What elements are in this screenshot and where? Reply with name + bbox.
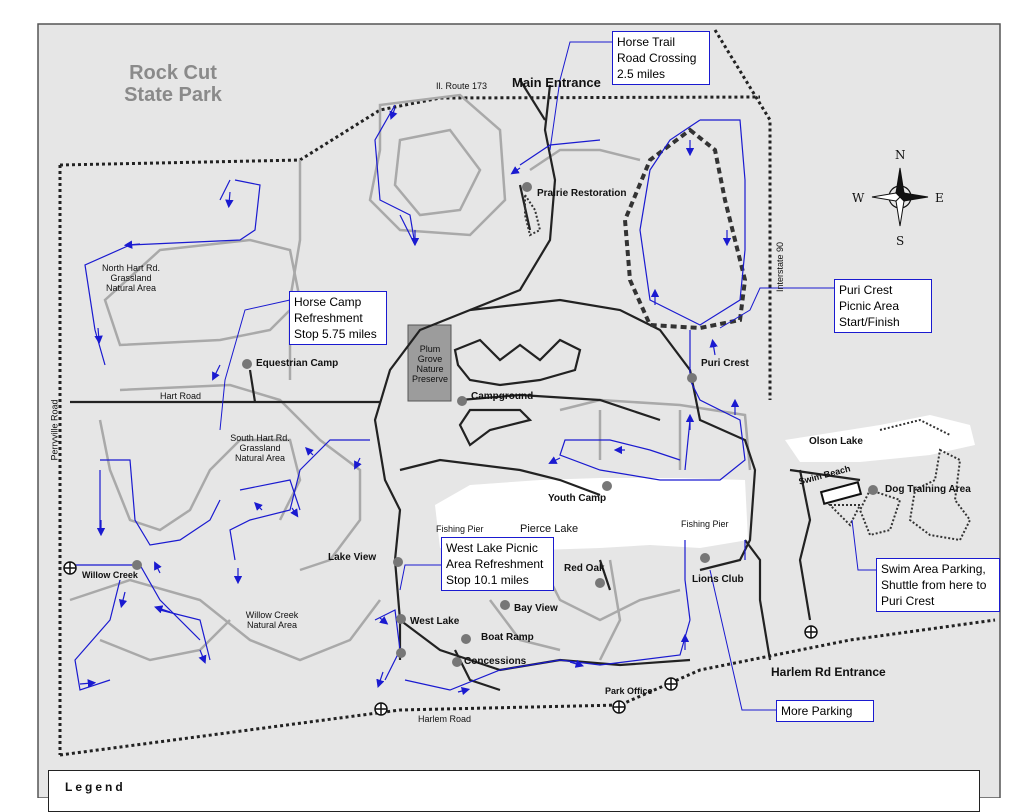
prairie-loop: [524, 191, 542, 237]
label-harlem-entrance: Harlem Rd Entrance: [771, 665, 886, 679]
callout-horse-trail-line1: Horse Trail: [617, 35, 676, 49]
dog-training-trail: [827, 418, 972, 542]
callout-swim-area-line3: Puri Crest: [881, 594, 935, 608]
callout-horse-trail-line3: 2.5 miles: [617, 67, 666, 81]
plum-grove-preserve: [407, 324, 452, 402]
callout-west-lake-line1: West Lake Picnic: [446, 541, 538, 555]
label-campground: Campground: [471, 391, 534, 402]
road-label-harlem: Harlem Road: [418, 714, 472, 724]
callout-puri-crest-line3: Start/Finish: [839, 315, 900, 329]
legend-box: Legend: [48, 770, 980, 812]
callout-more-parking: More Parking: [776, 700, 874, 722]
road-label-interstate90: Interstate 90: [775, 241, 786, 293]
route-arrows: [79, 107, 740, 696]
label-west-lake: West Lake: [410, 616, 460, 627]
label-lions-club: Lions Club: [692, 574, 744, 585]
label-north-hart: North Hart Rd. Grassland Natural Area: [101, 263, 161, 293]
callout-horse-camp-line3: Stop 5.75 miles: [294, 327, 377, 341]
location-dots: [132, 182, 878, 667]
olson-lake: [785, 415, 975, 462]
callout-west-lake-line3: Stop 10.1 miles: [446, 573, 529, 587]
callout-more-parking-line1: More Parking: [781, 704, 853, 718]
label-fishing-pier-2: Fishing Pier: [681, 519, 729, 529]
callout-horse-camp-line2: Refreshment: [294, 311, 363, 325]
compass-s: S: [896, 234, 905, 248]
callout-swim-area: Swim Area Parking, Shuttle from here to …: [876, 558, 1000, 612]
park-boundary: [58, 29, 996, 757]
label-plum-grove: Plum Grove Nature Preserve: [411, 344, 448, 384]
label-red-oak: Red Oak: [564, 563, 605, 574]
callout-horse-trail: Horse Trail Road Crossing 2.5 miles: [612, 31, 710, 85]
park-title-line1: Rock Cut: [129, 62, 217, 84]
label-pierce-lake: Pierce Lake: [520, 523, 579, 535]
label-willow-creek: Willow Creek: [82, 570, 138, 580]
callout-leaders: [219, 41, 878, 711]
callout-west-lake: West Lake Picnic Area Refreshment Stop 1…: [441, 537, 554, 591]
callout-swim-area-line1: Swim Area Parking,: [881, 562, 986, 576]
label-park-office: Park Office: [605, 686, 653, 696]
road-label-perryville: Perryville Road: [49, 399, 60, 461]
park-title-line2: State Park: [124, 84, 222, 106]
label-bay-view: Bay View: [514, 603, 558, 614]
callout-swim-area-line2: Shuttle from here to: [881, 578, 987, 592]
compass-w: W: [852, 191, 865, 205]
callout-west-lake-line2: Area Refreshment: [446, 557, 544, 571]
label-youth-camp: Youth Camp: [548, 493, 607, 504]
callout-puri-crest-line2: Picnic Area: [839, 299, 900, 313]
label-south-hart: South Hart Rd. Grassland Natural Area: [230, 433, 290, 463]
label-boat-ramp: Boat Ramp: [481, 632, 534, 643]
road-label-route173: Il. Route 173: [436, 81, 488, 91]
compass-n: N: [895, 148, 906, 162]
callout-puri-crest: Puri Crest Picnic Area Start/Finish: [834, 279, 932, 333]
label-dog-training: Dog Training Area: [885, 484, 971, 495]
label-main-entrance: Main Entrance: [512, 75, 601, 90]
label-olson-lake: Olson Lake: [809, 436, 863, 447]
label-puri-crest: Puri Crest: [701, 358, 749, 369]
swim-beach-area: [819, 481, 863, 505]
label-prairie-restoration: Prairie Restoration: [537, 188, 627, 199]
entrance-markers: [63, 561, 818, 716]
label-lake-view: Lake View: [328, 552, 377, 563]
callout-puri-crest-line1: Puri Crest: [839, 283, 893, 297]
label-willow-creek-na: Willow Creek Natural Area: [245, 610, 299, 630]
compass-rose-icon: [871, 167, 929, 227]
legend-title: Legend: [65, 780, 126, 794]
park-title: Rock Cut State Park: [108, 62, 238, 106]
callout-horse-camp-line1: Horse Camp: [294, 295, 362, 309]
callout-horse-camp: Horse Camp Refreshment Stop 5.75 miles: [289, 291, 387, 345]
road-label-hart: Hart Road: [160, 391, 202, 401]
pierce-lake: [435, 478, 748, 552]
label-concessions: Concessions: [464, 656, 527, 667]
compass-e: E: [935, 191, 944, 205]
callout-horse-trail-line2: Road Crossing: [617, 51, 697, 65]
label-fishing-pier-1: Fishing Pier: [436, 524, 484, 534]
label-equestrian-camp: Equestrian Camp: [256, 358, 339, 369]
